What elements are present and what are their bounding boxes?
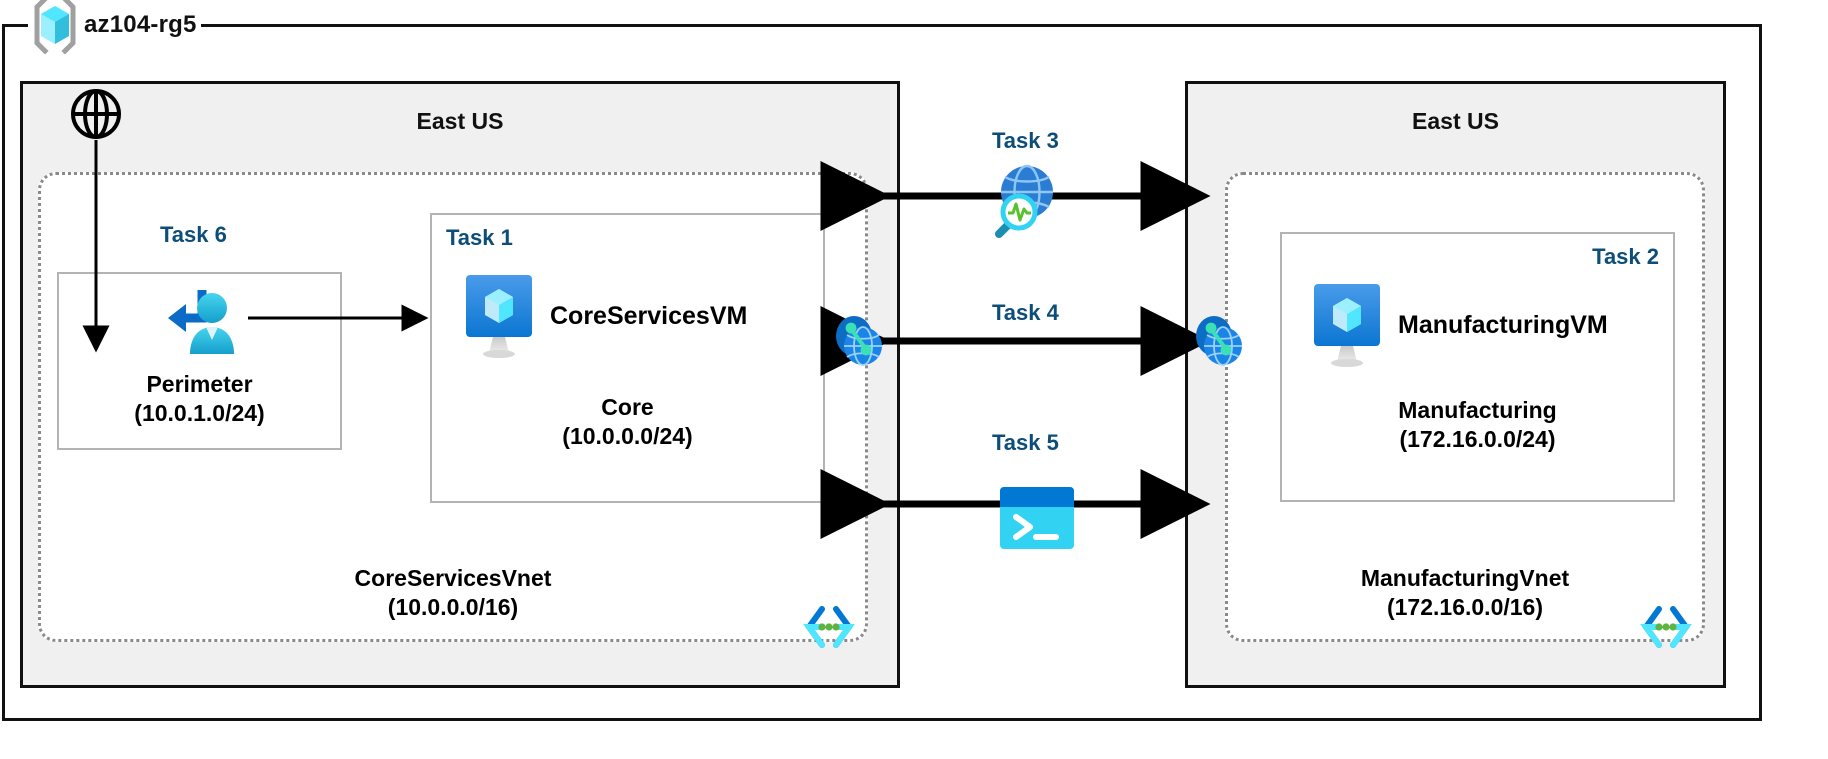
virtual-machine-icon [1310, 282, 1384, 368]
vnet-subnet-icon [803, 601, 855, 653]
task-label-1: Task 1 [446, 225, 513, 250]
region-title-left: East US [416, 108, 504, 134]
vnet-cidr-core-services: (10.0.0.0/16) [387, 594, 519, 621]
user-inbound-icon [162, 284, 238, 356]
vnet-subnet-icon [1640, 601, 1692, 653]
vnet-label-core-services: CoreServicesVnet (10.0.0.0/16) [41, 564, 865, 623]
resource-group-name: az104-rg5 [84, 11, 197, 38]
perimeter-icon-wrap [59, 284, 340, 356]
subnet-cidr-core: (10.0.0.0/24) [562, 423, 693, 450]
subnet-name-manufacturing: Manufacturing [1398, 397, 1557, 423]
subnet-name-perimeter: Perimeter [146, 371, 253, 397]
subnet-label-perimeter: Perimeter (10.0.1.0/24) [59, 370, 340, 429]
task-label-5: Task 5 [992, 430, 1059, 455]
resource-group-frame [2, 24, 1762, 721]
vnet-name-manufacturing: ManufacturingVnet [1360, 565, 1570, 591]
region-title-right: East US [1412, 108, 1499, 134]
subnet-cidr-perimeter: (10.0.1.0/24) [134, 400, 265, 427]
vnet-peering-icon [830, 310, 888, 372]
vnet-peering-icon [1190, 310, 1248, 372]
resource-group-header: az104-rg5 [28, 0, 201, 54]
subnet-name-core: Core [601, 394, 654, 420]
task-label-6: Task 6 [160, 222, 227, 247]
subnet-cidr-manufacturing: (172.16.0.0/24) [1399, 426, 1556, 453]
resource-group-cube-icon [32, 0, 78, 54]
vnet-name-core-services: CoreServicesVnet [354, 565, 552, 591]
vm-core-services: CoreServicesVM [462, 273, 747, 359]
subnet-box-core: Task 1 [430, 213, 825, 503]
task-label-2: Task 2 [1592, 244, 1659, 269]
network-watcher-icon [975, 158, 1061, 244]
task-label-4: Task 4 [992, 300, 1059, 325]
subnet-label-manufacturing: Manufacturing (172.16.0.0/24) [1282, 396, 1673, 455]
subnet-box-manufacturing: Task 2 [1280, 232, 1675, 502]
virtual-machine-icon [462, 273, 536, 359]
vm-name-core-services: CoreServicesVM [550, 301, 748, 330]
vnet-cidr-manufacturing: (172.16.0.0/16) [1386, 594, 1543, 621]
subnet-box-perimeter: Perimeter (10.0.1.0/24) [57, 272, 342, 450]
task-label-3: Task 3 [992, 128, 1059, 153]
subnet-label-core: Core (10.0.0.0/24) [432, 393, 823, 452]
vm-manufacturing: ManufacturingVM [1310, 282, 1608, 368]
internet-globe-icon [70, 88, 122, 140]
cloud-shell-icon [1000, 487, 1074, 549]
vm-name-manufacturing: ManufacturingVM [1398, 310, 1608, 339]
vnet-label-manufacturing: ManufacturingVnet (172.16.0.0/16) [1228, 564, 1702, 623]
